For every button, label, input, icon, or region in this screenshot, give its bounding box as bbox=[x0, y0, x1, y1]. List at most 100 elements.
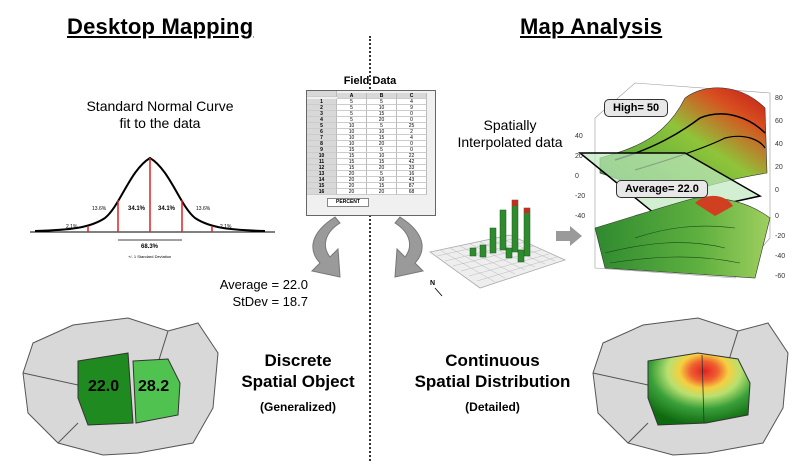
row-number: 15 bbox=[307, 183, 337, 189]
field-data-title: Field Data bbox=[343, 75, 397, 87]
table-cell: 10 bbox=[367, 105, 397, 111]
high-callout: High= 50 bbox=[604, 99, 669, 117]
continuous-map bbox=[592, 317, 789, 456]
region-line-2 bbox=[57, 422, 79, 444]
table-cell: 20 bbox=[367, 141, 397, 147]
average-label: Average= 22.0 bbox=[625, 183, 699, 195]
label-inner-right: 13.6% bbox=[196, 206, 211, 212]
map-value-1: 22.0 bbox=[88, 378, 119, 395]
curve-title-line-1: Standard Normal Curve bbox=[86, 98, 234, 114]
table-cell: 15 bbox=[367, 183, 397, 189]
label-inner-left: 13.6% bbox=[92, 206, 107, 212]
table-cell: 20 bbox=[367, 165, 397, 171]
tick-upper-5: 0 bbox=[775, 187, 779, 194]
north-arrow bbox=[434, 287, 443, 297]
table-cell: 5 bbox=[367, 147, 397, 153]
bar bbox=[523, 207, 531, 257]
table-cell: 5 bbox=[367, 171, 397, 177]
tick-lower-1: 0 bbox=[775, 213, 779, 220]
bar bbox=[517, 249, 525, 263]
row-number: 8 bbox=[307, 141, 337, 147]
table-cell: 4 bbox=[397, 99, 427, 105]
row-number: 3 bbox=[307, 111, 337, 117]
discrete-map: 22.0 28.2 bbox=[22, 317, 219, 456]
table-cell: 22 bbox=[397, 153, 427, 159]
label-caption: +/- 1 Standard Deviation bbox=[128, 254, 171, 259]
row-number: 7 bbox=[307, 135, 337, 141]
tick-upper-1: 80 bbox=[775, 95, 783, 102]
row-number: 5 bbox=[307, 123, 337, 129]
curve-title-line-2: fit to the data bbox=[119, 115, 201, 131]
table-cell: 0 bbox=[397, 147, 427, 153]
corner-cell bbox=[307, 91, 337, 97]
table-cell: 20 bbox=[367, 117, 397, 123]
row-number: 12 bbox=[307, 165, 337, 171]
lower-contours bbox=[604, 225, 741, 264]
tick-lower-3: -40 bbox=[775, 253, 785, 260]
row-number: 13 bbox=[307, 171, 337, 177]
row-number: 1 bbox=[307, 99, 337, 105]
bar bbox=[511, 199, 519, 253]
contour-upper-1 bbox=[614, 113, 766, 161]
row-number: 11 bbox=[307, 159, 337, 165]
tick-left-1: 40 bbox=[575, 133, 583, 140]
bar bbox=[499, 209, 507, 251]
bar bbox=[505, 247, 513, 259]
discrete-note: (Generalized) bbox=[259, 400, 337, 414]
table-cell: 2 bbox=[397, 129, 427, 135]
tick-lower-4: -60 bbox=[775, 273, 785, 280]
map-analysis-heading: Map Analysis bbox=[520, 14, 663, 39]
table-cell: 10 bbox=[367, 177, 397, 183]
label-mid-left: 34.1% bbox=[128, 206, 146, 212]
table-cell: 15 bbox=[337, 165, 367, 171]
point-data-grid: N bbox=[429, 199, 567, 297]
row-number: 16 bbox=[307, 189, 337, 195]
column-header: B bbox=[367, 93, 397, 99]
table-cell: 4 bbox=[397, 135, 427, 141]
table-cell: 15 bbox=[337, 147, 367, 153]
tick-left-2: 20 bbox=[575, 153, 583, 160]
lower-ticks: 0 -20 -40 -60 bbox=[775, 213, 785, 280]
table-cell: 20 bbox=[337, 177, 367, 183]
table-cell: 10 bbox=[337, 129, 367, 135]
interp-line-2: Interpolated data bbox=[457, 134, 563, 150]
row-number: 2 bbox=[307, 105, 337, 111]
table-cell: 15 bbox=[337, 159, 367, 165]
stat-average: Average = 22.0 bbox=[219, 277, 308, 292]
bar bbox=[489, 227, 497, 254]
heat-divider bbox=[701, 354, 705, 424]
table-cell: 15 bbox=[367, 111, 397, 117]
discrete-line-2: Spatial Object bbox=[241, 372, 355, 391]
column-header: A bbox=[337, 93, 367, 99]
table-cell: 20 bbox=[337, 171, 367, 177]
tick-upper-4: 20 bbox=[775, 164, 783, 171]
sheet-tab[interactable]: PERCENT bbox=[327, 198, 369, 207]
arrow-left bbox=[310, 216, 341, 278]
center-divider bbox=[369, 36, 371, 461]
region-line-1 bbox=[22, 372, 79, 386]
label-tail-left: 2.1% bbox=[66, 224, 78, 230]
heat-polygon bbox=[647, 352, 751, 426]
table-cell: 20 bbox=[367, 189, 397, 195]
normal-curve-chart: 34.1% 34.1% 13.6% 13.6% 2.1% 2.1% 68.3% … bbox=[30, 156, 275, 259]
left-ticks: 40 20 0 -20 -40 bbox=[575, 133, 585, 220]
table-cell: 42 bbox=[397, 159, 427, 165]
table-cell: 16 bbox=[397, 171, 427, 177]
row-number: 4 bbox=[307, 117, 337, 123]
bar bbox=[479, 244, 487, 258]
column-header: C bbox=[397, 93, 427, 99]
region-line-right-2 bbox=[627, 422, 649, 444]
table-cell: 10 bbox=[337, 123, 367, 129]
polygon-dark bbox=[77, 352, 134, 426]
